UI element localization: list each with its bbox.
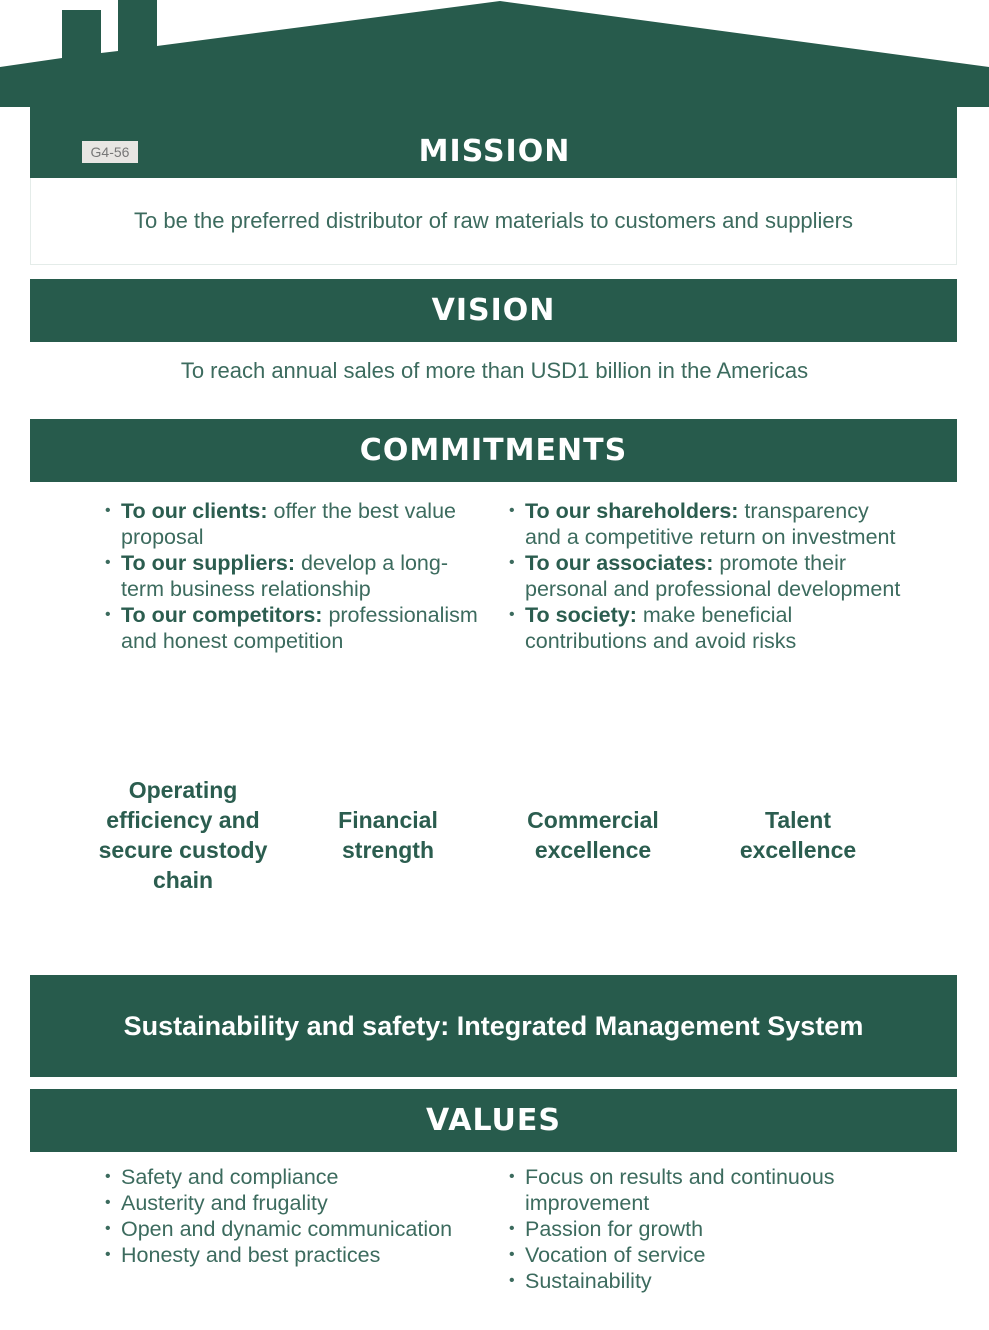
roof-shape — [0, 0, 989, 178]
value-item: Sustainability — [509, 1268, 839, 1294]
mission-title: MISSION — [418, 134, 571, 169]
value-item: Open and dynamic communication — [105, 1216, 485, 1242]
commitment-item: To our associates: promote their persona… — [509, 550, 909, 602]
sustainability-band: Sustainability and safety: Integrated Ma… — [30, 975, 957, 1077]
values-right-list: Focus on results and continuous improvem… — [509, 1164, 839, 1294]
pillar-commercial-excellence: Commercial excellence — [527, 807, 659, 863]
vision-band: VISION — [30, 279, 957, 342]
pillar-talent-excellence: Talent excellence — [739, 807, 857, 863]
vision-text: To reach annual sales of more than USD1 … — [180, 358, 809, 383]
commitment-item: To our shareholders: transparency and a … — [509, 498, 909, 550]
value-item: Passion for growth — [509, 1216, 839, 1242]
mission-box: To be the preferred distributor of raw m… — [30, 178, 957, 265]
commitments-band: COMMITMENTS — [30, 419, 957, 482]
value-item: Focus on results and continuous improvem… — [509, 1164, 839, 1216]
commitment-item: To our suppliers: develop a long-term bu… — [105, 550, 485, 602]
value-item: Vocation of service — [509, 1242, 839, 1268]
commitments-title: COMMITMENTS — [359, 432, 628, 468]
commitments-right-list: To our shareholders: transparency and a … — [509, 498, 909, 654]
vision-title: VISION — [431, 292, 556, 328]
values-band: VALUES — [30, 1089, 957, 1152]
gri-code-badge: G4-56 — [82, 141, 138, 163]
value-item: Honesty and best practices — [105, 1242, 485, 1268]
commitment-item: To our clients: offer the best value pro… — [105, 498, 485, 550]
pillar-operating-efficiency: Operating efficiency and secure custody … — [98, 777, 268, 893]
commitments-left-list: To our clients: offer the best value pro… — [105, 498, 485, 654]
commitment-item: To our competitors: professionalism and … — [105, 602, 485, 654]
commitment-item: To society: make beneficial contribution… — [509, 602, 909, 654]
values-title: VALUES — [426, 1102, 561, 1138]
sustainability-text: Sustainability and safety: Integrated Ma… — [123, 1010, 864, 1041]
value-item: Austerity and frugality — [105, 1190, 485, 1216]
values-left-list: Safety and compliance Austerity and frug… — [105, 1164, 485, 1268]
mission-text: To be the preferred distributor of raw m… — [134, 208, 853, 233]
house-roof-graphic — [0, 0, 989, 178]
pillar-financial-strength: Financial strength — [338, 807, 438, 863]
value-item: Safety and compliance — [105, 1164, 485, 1190]
